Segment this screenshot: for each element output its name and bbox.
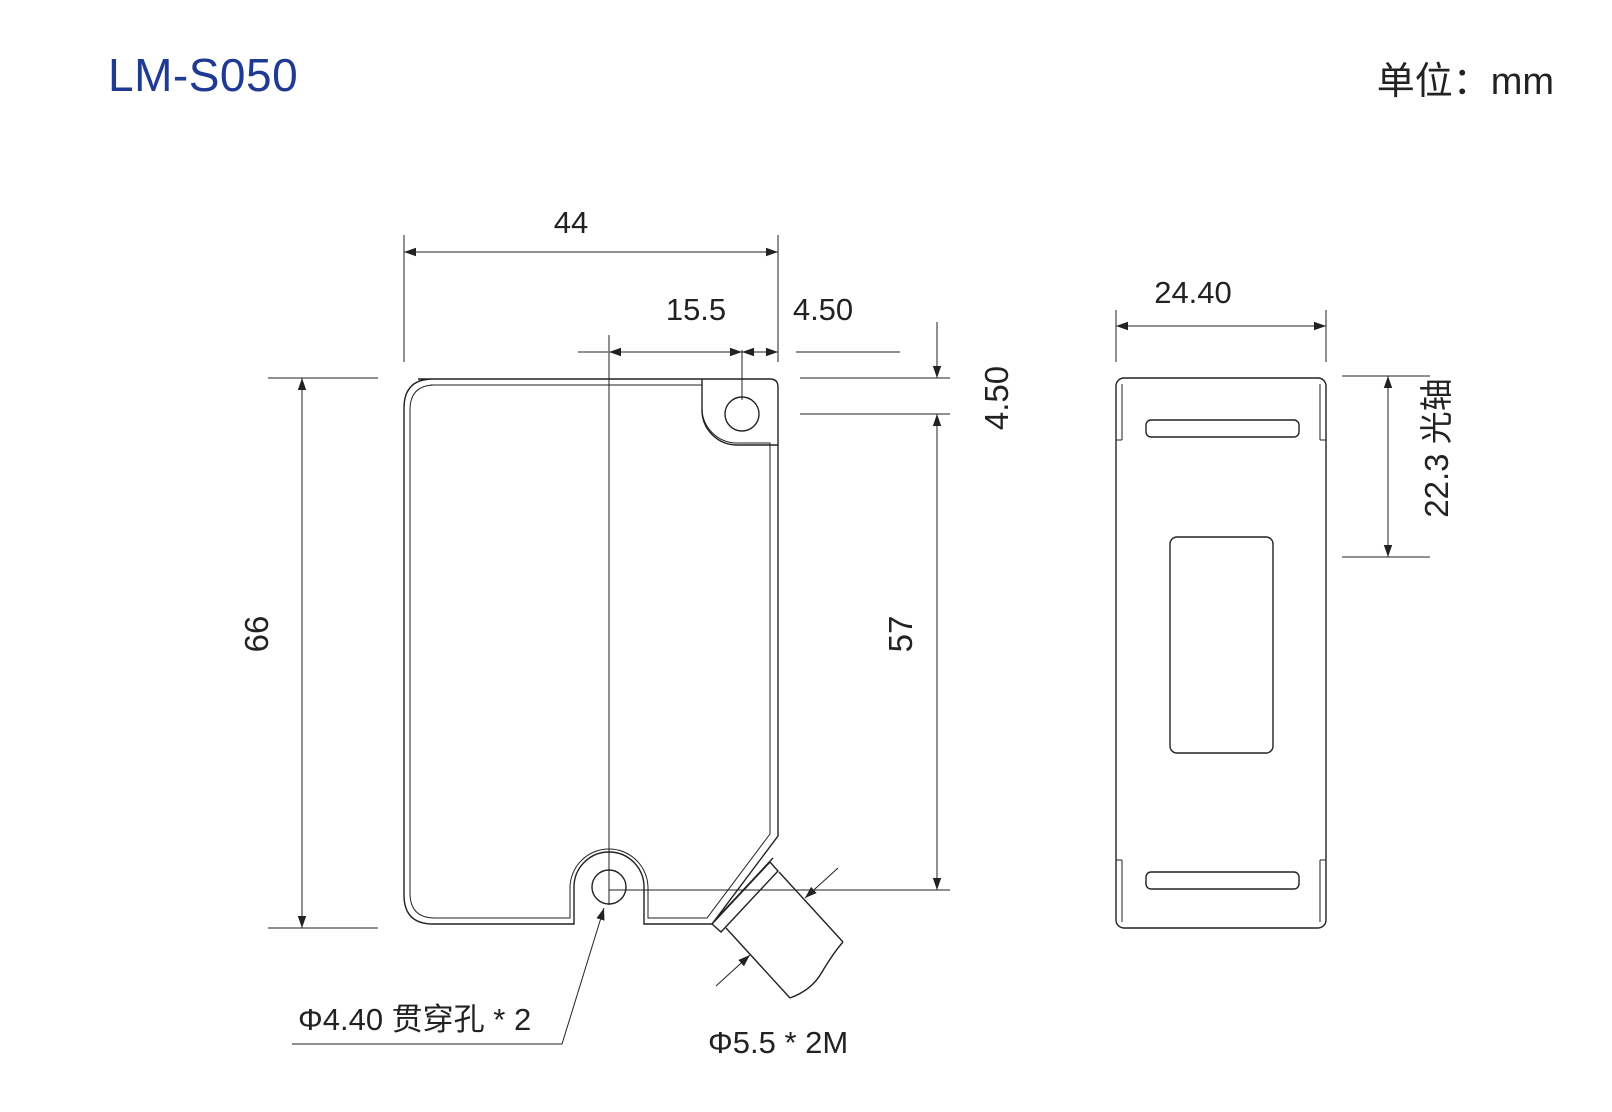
dim-text-24-40: 24.40	[1154, 275, 1232, 310]
through-hole-callout: Φ4.40 贯穿孔 * 2	[298, 1002, 531, 1037]
dim-text-4-50-y: 4.50	[978, 366, 1015, 430]
through-hole-leader	[292, 907, 605, 1045]
dim-text-66: 66	[238, 616, 275, 653]
dim-text-44: 44	[554, 205, 588, 240]
cable-gland	[710, 857, 844, 999]
model-title: LM-S050	[108, 49, 299, 101]
cable-callout: Φ5.5 * 2M	[708, 1025, 848, 1060]
front-view	[268, 235, 950, 1045]
front-body-outline	[403, 378, 779, 925]
side-body-outline	[1115, 377, 1327, 929]
dim-text-57: 57	[882, 616, 919, 653]
front-body-inner-outline	[409, 384, 771, 919]
mounting-hole-top	[724, 396, 760, 432]
unit-label: 单位：mm	[1376, 61, 1554, 103]
dim-text-4-50-x: 4.50	[793, 292, 853, 327]
side-slot-top	[1145, 419, 1300, 438]
top-right-mounting-tab	[701, 379, 778, 446]
side-slot-bottom	[1145, 871, 1300, 890]
optical-window	[1169, 536, 1274, 754]
side-view	[1115, 310, 1430, 929]
dim-text-15-5: 15.5	[666, 292, 726, 327]
dim-text-optical-axis: 22.3 光轴	[1418, 378, 1455, 517]
